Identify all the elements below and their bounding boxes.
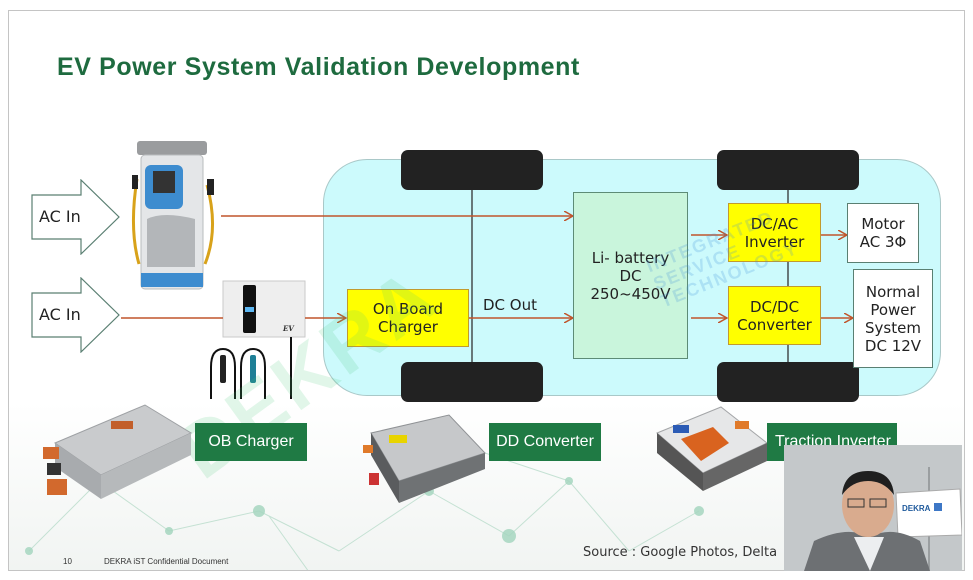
dd-converter-tag: DD Converter: [489, 423, 601, 461]
battery-line-3: 250~450V: [590, 284, 671, 303]
wall-ev-charger-image: EV: [210, 280, 306, 399]
dd-converter-product-image: [363, 414, 486, 503]
obc-line-1: On Board: [372, 300, 444, 318]
converter-line-1: DC/DC: [749, 297, 800, 316]
wheel-front-left: [401, 150, 543, 190]
ac-in-label-bottom: AC In: [39, 305, 81, 324]
webcam-banner-text: DEKRA: [902, 504, 931, 513]
npower-line-4: DC 12V: [864, 336, 922, 355]
svg-text:EV: EV: [282, 324, 295, 333]
npower-line-1: Normal: [865, 282, 921, 301]
battery-line-2: DC: [619, 266, 642, 285]
presenter-webcam-overlay[interactable]: DEKRA: [784, 445, 962, 571]
footer-confidential: DEKRA iST Confidential Document: [104, 557, 229, 566]
dc-charging-station-image: [131, 141, 214, 290]
inverter-line-1: DC/AC: [750, 214, 799, 233]
converter-line-2: Converter: [737, 315, 812, 334]
motor-line-2: AC 3Φ: [859, 233, 907, 251]
npower-line-2: Power: [870, 300, 916, 319]
wheel-rear-left: [717, 150, 859, 190]
ac-in-label-top: AC In: [39, 207, 81, 226]
ob-charger-product-image: [43, 404, 193, 499]
source-credit: Source : Google Photos, Delta: [583, 545, 778, 560]
obc-line-2: Charger: [377, 318, 438, 336]
npower-line-3: System: [865, 318, 921, 337]
ac-in-arrow-top: [31, 179, 120, 255]
presentation-slide: EV Power System Validation Development A…: [8, 10, 965, 571]
dc-out-label: DC Out: [483, 296, 537, 314]
traction-inverter-product-image: [656, 406, 768, 491]
slide-title: EV Power System Validation Development: [57, 53, 580, 81]
page-number: 10: [63, 557, 72, 566]
wheel-front-right: [401, 362, 543, 402]
ob-charger-tag: OB Charger: [195, 423, 307, 461]
inverter-line-2: Inverter: [744, 232, 805, 251]
battery-line-1: Li- battery: [591, 248, 670, 267]
motor-line-1: Motor: [861, 215, 905, 233]
presenter-video: DEKRA: [784, 445, 962, 571]
wheel-rear-right: [717, 362, 859, 402]
ac-in-arrow-bottom: [31, 277, 120, 353]
